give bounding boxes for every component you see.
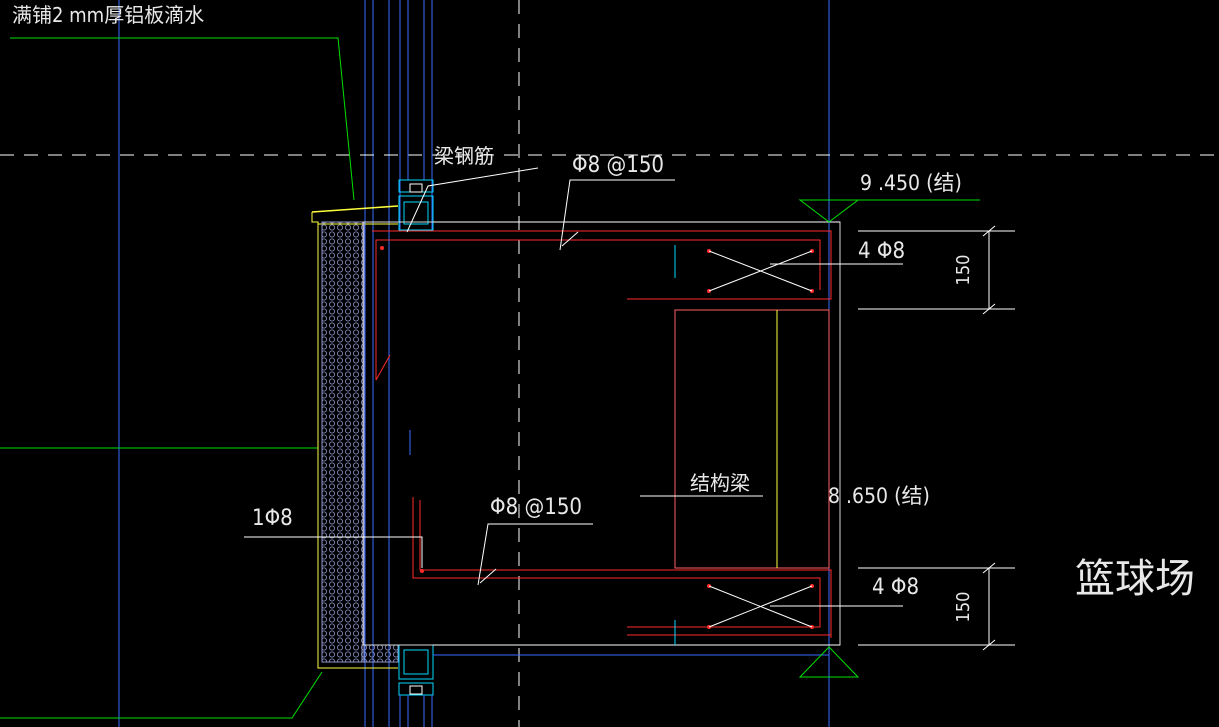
rebar-bars — [380, 246, 814, 629]
cyan-ticks — [409, 245, 676, 645]
dimension-top-label: 150 — [953, 255, 974, 286]
structural-beam-label: 结构梁 — [690, 471, 750, 495]
rebar — [372, 230, 832, 638]
window-frame-top — [398, 0, 434, 231]
dimension-bottom-label: 150 — [953, 592, 974, 623]
elevation-top-label: 9 .450 (结) — [860, 171, 962, 195]
stirrup-top-label: Φ8 @150 — [572, 153, 664, 178]
leader-lines — [244, 167, 903, 607]
blue-grid-lines — [118, 0, 830, 727]
top-bars-label: 4 Φ8 — [858, 239, 905, 264]
insulation-layer — [321, 221, 365, 663]
insulation-layer-bottom — [361, 644, 399, 663]
bar-cross-marks — [708, 250, 813, 628]
bottom-bars-label: 4 Φ8 — [872, 575, 919, 600]
tick-marks — [479, 231, 579, 584]
elevation-bottom-label: 8 .650 (结) — [828, 484, 930, 508]
green-leaders — [0, 37, 355, 719]
structural-beam-outline — [674, 309, 830, 569]
single-bar-label: 1Φ8 — [252, 506, 293, 531]
beam-rebar-label: 梁钢筋 — [434, 144, 494, 168]
dimension-lines — [858, 225, 1015, 651]
stirrup-bottom-label: Φ8 @150 — [490, 495, 582, 520]
top-note-label: 满铺2 mm厚铝板滴水 — [12, 3, 204, 27]
window-frame-bottom — [398, 644, 434, 727]
elevation-marker-bottom — [798, 646, 860, 678]
room-name-label: 篮球场 — [1075, 556, 1195, 602]
elevation-marker-top — [798, 199, 980, 223]
beam-outline — [362, 221, 841, 656]
